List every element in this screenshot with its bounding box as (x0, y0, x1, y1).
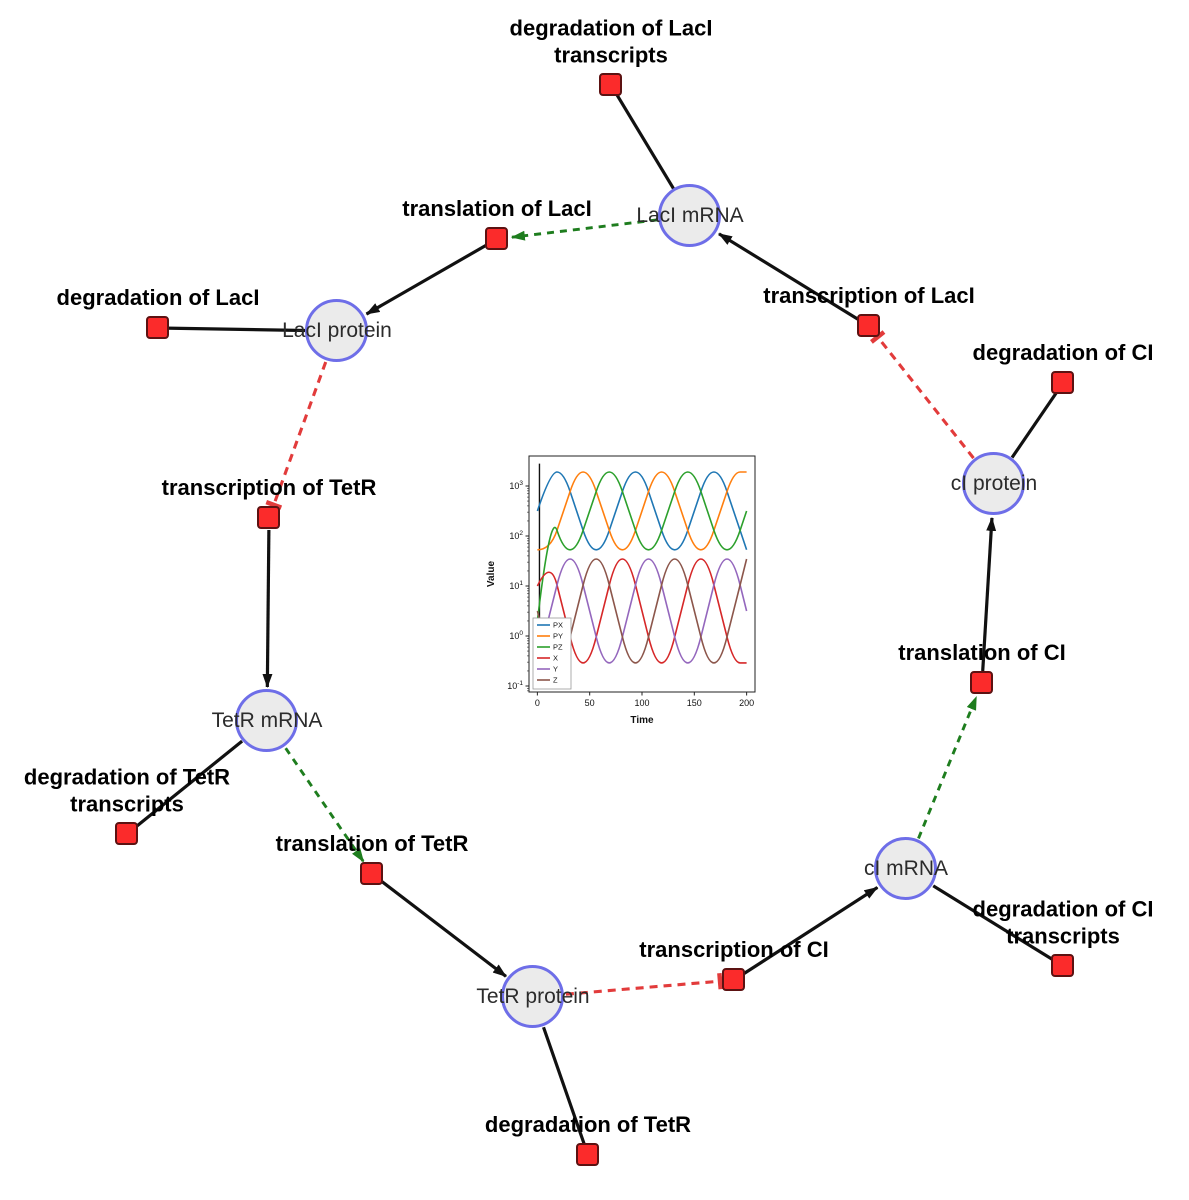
species-label-ci_mrna: cI mRNA (864, 857, 948, 880)
reaction-node-deg_laci_tx[interactable] (599, 73, 622, 96)
reaction-label-line: transcription of CI (639, 937, 829, 963)
reaction-node-txn_ci[interactable] (722, 968, 745, 991)
reaction-label-line: transcription of LacI (763, 283, 975, 309)
reaction-label-line: transcription of TetR (161, 475, 377, 501)
reaction-label-line: transcripts (70, 791, 184, 817)
consumption-edge-tetr_protein-deg_tetr (542, 1026, 587, 1148)
reaction-node-txn_laci[interactable] (857, 314, 880, 337)
consumption-edge-laci_protein-deg_laci (165, 326, 306, 333)
legend-label-Z: Z (553, 676, 558, 685)
series-line-Y (536, 558, 748, 664)
production-edge-transl_laci-laci_protein (365, 243, 488, 316)
x-tick-label: 50 (585, 698, 595, 708)
series-line-Z (536, 558, 748, 664)
y-tick-label: 100 (509, 630, 523, 641)
legend-box (532, 617, 572, 690)
y-tick-label: 101 (509, 580, 523, 591)
series-line-PY (537, 471, 747, 551)
reaction-node-transl_tetr[interactable] (360, 862, 383, 885)
series-line-PZ (536, 471, 748, 621)
series-line-X (536, 558, 747, 664)
species-node-ci_protein[interactable] (962, 452, 1025, 515)
reaction-label-line: degradation of CI (972, 896, 1154, 922)
y-tick-label: 103 (509, 480, 523, 491)
y-tick-label: 102 (509, 530, 523, 541)
x-axis-label: Time (630, 715, 654, 726)
reaction-label-txn_tetr: transcription of TetR (162, 475, 377, 502)
reaction-label-line: transcripts (1006, 923, 1120, 949)
reaction-label-transl_tetr: translation of TetR (276, 831, 469, 858)
reaction-label-line: translation of LacI (402, 196, 592, 222)
reaction-label-line: translation of TetR (275, 831, 469, 857)
reaction-label-transl_ci: translation of CI (898, 640, 1065, 667)
reaction-label-deg_ci: degradation of CI (973, 340, 1154, 367)
species-label-laci_mrna: LacI mRNA (636, 204, 744, 227)
y-axis-label: Value (486, 561, 497, 588)
species-label-tetr_mrna: TetR mRNA (211, 709, 323, 732)
legend-label-Y: Y (553, 665, 558, 674)
reaction-label-line: degradation of LacI (509, 15, 713, 41)
reaction-node-transl_laci[interactable] (485, 227, 508, 250)
inhibition-edge-tetr_protein-txn_ci (565, 973, 723, 996)
reaction-label-transl_laci: translation of LacI (402, 196, 591, 223)
series-line-PX (536, 471, 748, 551)
consumption-edge-ci_mrna-deg_ci_tx (932, 884, 1058, 964)
reaction-label-deg_tetr: degradation of TetR (485, 1112, 691, 1139)
production-edge-transl_tetr-tetr_protein (380, 880, 507, 978)
reaction-label-line: degradation of CI (972, 340, 1154, 366)
x-tick-label: 200 (739, 698, 754, 708)
reaction-label-line: degradation of TetR (484, 1112, 692, 1138)
species-label-laci_protein: LacI protein (282, 319, 392, 342)
x-tick-label: 0 (535, 698, 540, 708)
species-node-laci_mrna[interactable] (658, 184, 721, 247)
production-edge-transl_ci-ci_protein (981, 516, 997, 672)
species-node-tetr_protein[interactable] (501, 965, 564, 1028)
species-label-tetr_protein: TetR protein (476, 985, 590, 1008)
legend-label-PZ: PZ (553, 643, 563, 652)
species-node-ci_mrna[interactable] (874, 837, 937, 900)
modifier-edge-ci_mrna-transl_ci (917, 695, 978, 840)
legend-label-PY: PY (553, 632, 563, 641)
legend-label-PX: PX (553, 621, 563, 630)
inhibition-edge-ci_protein-txn_laci (870, 330, 975, 460)
consumption-edge-ci_protein-deg_ci (1010, 388, 1060, 459)
reaction-label-line: degradation of TetR (23, 764, 231, 790)
reaction-node-transl_ci[interactable] (970, 671, 993, 694)
reaction-node-deg_ci_tx[interactable] (1051, 954, 1074, 977)
inhibition-edge-laci_protein-txn_tetr (265, 361, 328, 510)
modifier-edge-tetr_mrna-transl_tetr (284, 747, 365, 863)
production-edge-txn_ci-ci_mrna (743, 886, 879, 975)
reaction-label-line: transcripts (554, 42, 668, 68)
consumption-edge-tetr_mrna-deg_tetr_tx (132, 739, 244, 831)
x-tick-label: 150 (687, 698, 702, 708)
species-label-ci_protein: cI protein (950, 472, 1038, 495)
reaction-label-line: degradation of LacI (56, 285, 260, 311)
reaction-node-deg_tetr[interactable] (576, 1143, 599, 1166)
species-node-laci_protein[interactable] (305, 299, 368, 362)
reaction-node-txn_tetr[interactable] (257, 506, 280, 529)
reaction-node-deg_tetr_tx[interactable] (115, 822, 138, 845)
production-edge-txn_tetr-tetr_mrna (262, 529, 273, 689)
reaction-node-deg_ci[interactable] (1051, 371, 1074, 394)
modifier-edge-laci_mrna-transl_laci (510, 218, 658, 241)
x-tick-label: 100 (634, 698, 649, 708)
production-edge-txn_laci-laci_mrna (718, 232, 860, 322)
reaction-node-deg_laci[interactable] (146, 316, 169, 339)
reaction-label-txn_laci: transcription of LacI (763, 283, 974, 310)
reaction-label-deg_laci: degradation of LacI (57, 285, 260, 312)
species-node-tetr_mrna[interactable] (235, 689, 298, 752)
legend-label-X: X (553, 654, 558, 663)
reaction-label-txn_ci: transcription of CI (639, 937, 828, 964)
reaction-label-line: translation of CI (898, 640, 1066, 666)
y-tick-label: 10-1 (507, 680, 523, 691)
consumption-edge-laci_mrna-deg_laci_tx (613, 91, 675, 190)
